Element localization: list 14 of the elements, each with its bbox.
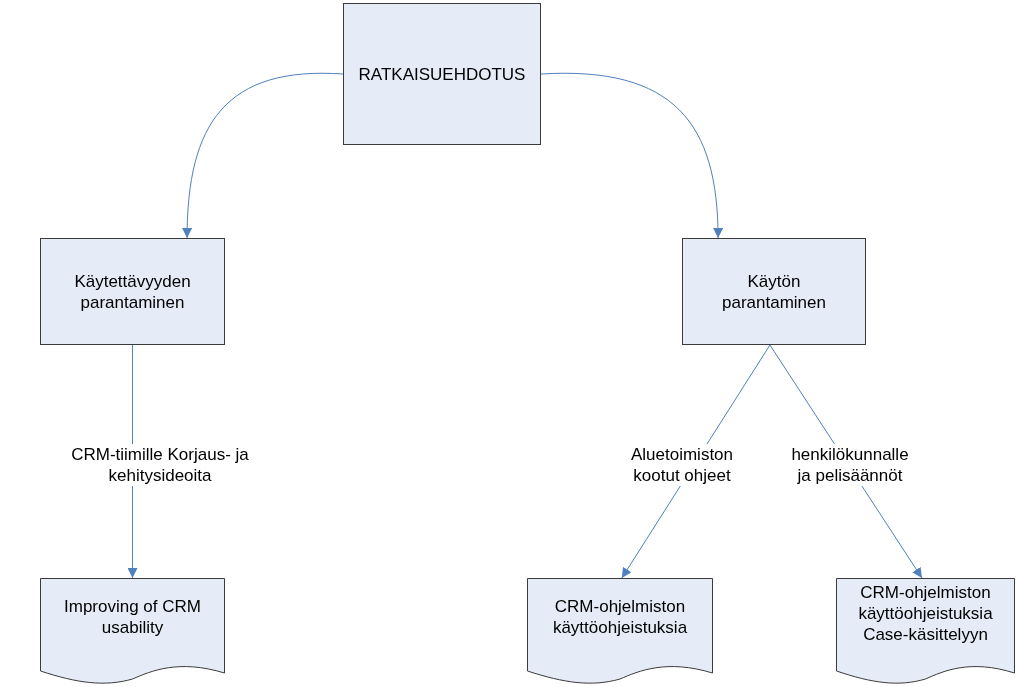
arrow [182,72,344,239]
document-shape [527,578,713,685]
node-label: RATKAISUEHDOTUS [358,63,526,85]
node-label: CRM-ohjelmiston käyttöohjeistuksia [551,596,689,638]
document-shape [836,578,1015,685]
node-label: Improving of CRM usability [63,596,202,638]
node-label: Käytön parantaminen [721,270,827,313]
process-box [40,238,225,345]
document-shape [40,578,225,685]
process-box [682,238,866,345]
node-label: Käytettävyyden parantaminen [73,270,192,313]
node-label: CRM-ohjelmiston käyttöohjeistuksia Case-käsittelyyn [857,582,994,645]
arrow [540,72,723,239]
process-box [343,3,541,145]
